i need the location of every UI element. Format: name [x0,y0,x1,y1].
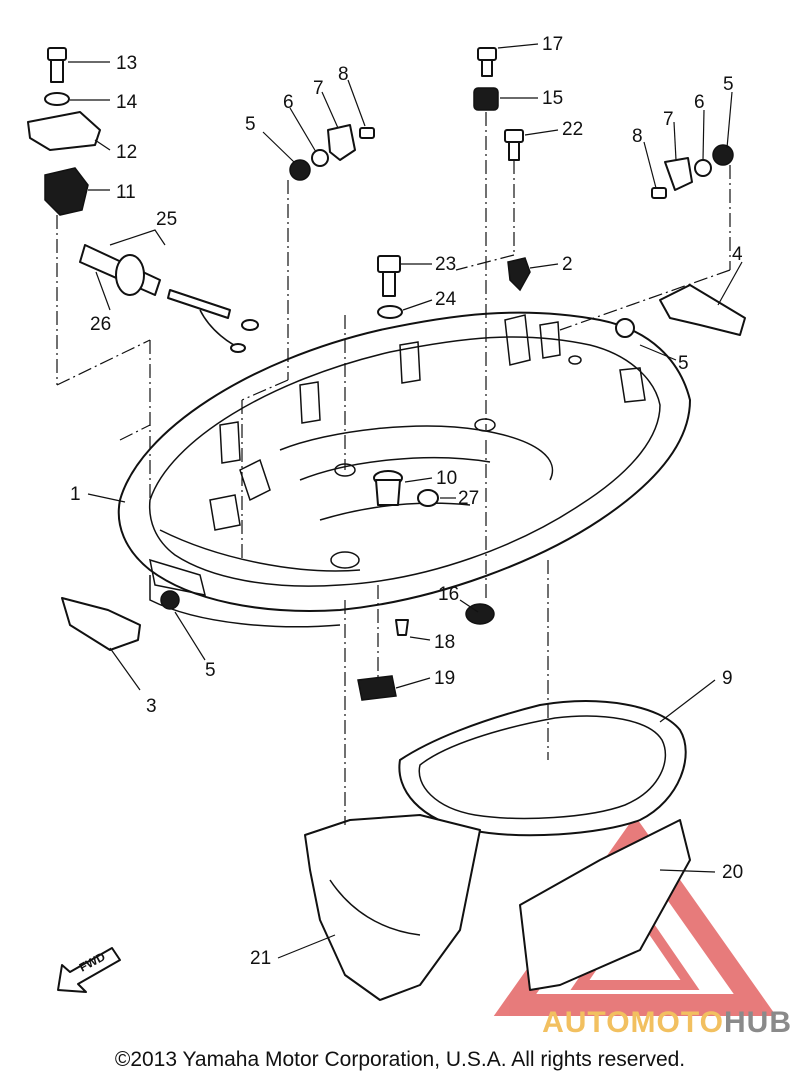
callout-7-left: 7 [313,78,324,99]
callout-5-lower: 5 [205,660,216,681]
callout-19: 19 [434,668,455,689]
callout-5-right: 5 [723,74,734,95]
callout-5-upper-right: 5 [678,353,689,374]
callout-24: 24 [435,289,457,310]
callout-5-left: 5 [245,114,256,135]
switch-assembly-25 [79,244,259,353]
callout-2: 2 [562,254,573,275]
grommet-15 [473,87,499,111]
callout-26: 26 [90,314,111,335]
callout-21: 21 [250,948,271,969]
bolt-22 [504,129,524,161]
callout-25: 25 [156,209,177,230]
stay-3 [61,597,141,651]
callout-6-right: 6 [694,92,705,113]
callout-1: 1 [70,484,81,505]
cushion-11 [44,167,89,216]
callout-8-right: 8 [632,126,643,147]
callout-4: 4 [732,244,743,265]
bracket-12 [27,111,101,151]
cover-20 [519,819,691,991]
callout-13: 13 [116,53,137,74]
bottom-cowling [117,311,691,628]
callout-6-left: 6 [283,92,294,113]
washer-14 [44,92,70,106]
callout-14: 14 [116,92,138,113]
callout-22: 22 [562,119,583,140]
callout-3: 3 [146,696,157,717]
bolt-23 [377,255,401,297]
screw-18 [395,619,409,636]
seal-frame-9 [398,700,687,837]
callout-23: 23 [435,254,456,275]
callout-27: 27 [458,488,479,509]
callout-8-left: 8 [338,64,349,85]
fwd-arrow-icon: FWD [57,947,121,993]
watermark-part-1: AUTOMOTO [542,1006,724,1039]
cover-21 [304,814,481,1001]
callout-10: 10 [436,468,457,489]
bracket-4 [615,284,746,338]
callout-12: 12 [116,142,137,163]
callout-16: 16 [438,584,459,605]
fastener-cluster-left [289,124,375,181]
guide-lines [56,112,731,825]
fastener-cluster-right [651,144,734,199]
watermark-part-2: HUB [724,1006,792,1039]
callout-labels: 13 14 12 11 25 26 5 6 7 8 17 15 22 8 7 6… [70,34,743,969]
callout-20: 20 [722,862,743,883]
plug-27 [417,489,439,507]
drain-plug-10 [373,470,403,506]
callout-11: 11 [116,182,136,203]
seal-19 [357,675,397,701]
washer-24 [377,305,403,319]
copyright-notice: ©2013 Yamaha Motor Corporation, U.S.A. A… [114,1048,686,1071]
grommet-5-lower [160,590,180,610]
callout-7-right: 7 [663,109,674,130]
bolt-13 [47,47,67,83]
fitting-2 [507,257,531,292]
leader-lines [68,43,743,959]
exploded-parts-diagram: FWD 13 14 12 11 25 26 5 6 7 8 17 15 22 8… [27,34,777,1016]
watermark-logo: AUTOMOTOHUB [542,1006,792,1040]
callout-9: 9 [722,668,733,689]
callout-17: 17 [542,34,563,55]
callout-15: 15 [542,88,563,109]
callout-18: 18 [434,632,455,653]
bolt-17 [477,47,497,77]
